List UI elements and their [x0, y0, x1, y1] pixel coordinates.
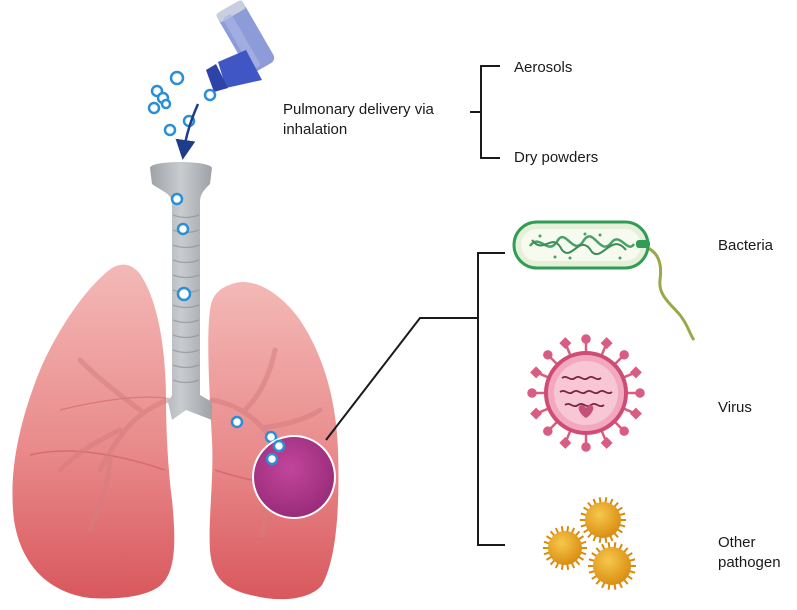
particle [203, 88, 217, 102]
particle [169, 70, 185, 86]
pathogen-bracket [477, 252, 505, 546]
particle [170, 192, 184, 206]
label-aerosols: Aerosols [514, 59, 573, 76]
particles-at-site [265, 439, 286, 466]
particle [265, 452, 279, 466]
particle [176, 222, 190, 236]
particle-cloud [147, 70, 217, 137]
label-other-pathogen: Other pathogen [718, 534, 781, 571]
virus-icon [527, 334, 645, 452]
spore [580, 497, 626, 543]
particle [147, 101, 161, 115]
label-bacteria: Bacteria [718, 237, 774, 254]
pathogen-spore-icon [543, 497, 636, 590]
spore [588, 542, 636, 590]
label-pulmonary-delivery: Pulmonary delivery via inhalation [283, 101, 434, 138]
bacteria-icon [512, 220, 696, 341]
inhalation-arrow [175, 103, 200, 160]
label-virus: Virus [718, 399, 752, 416]
particle [272, 439, 286, 453]
inhaler-icon [206, 0, 275, 92]
particle [163, 123, 177, 137]
particle [176, 286, 192, 302]
connector-line [325, 317, 478, 441]
infection-site [252, 435, 336, 519]
spore [543, 526, 587, 570]
left-lung [12, 264, 175, 599]
particle [230, 415, 244, 429]
label-dry-powders: Dry powders [514, 149, 599, 166]
particle [160, 98, 172, 110]
